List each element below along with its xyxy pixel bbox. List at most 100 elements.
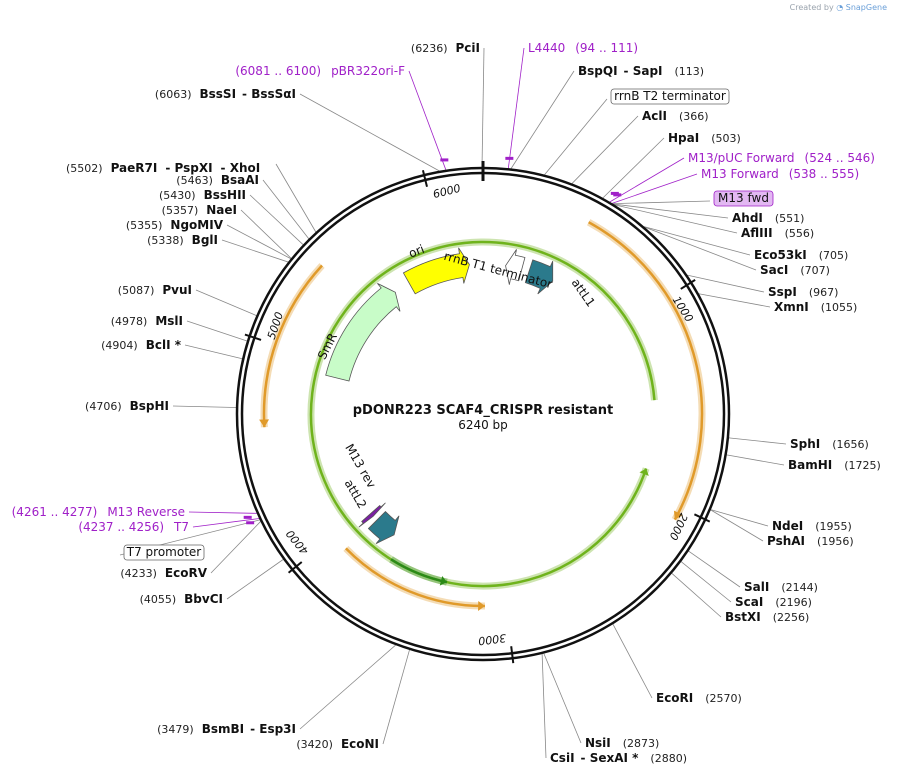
- enzyme-name: BssSI: [200, 87, 237, 101]
- site-position: (4978): [111, 315, 148, 328]
- site-position: (4055): [140, 593, 177, 606]
- site-position: (967): [809, 286, 839, 299]
- enzyme-label: XmnI(1055): [774, 300, 857, 314]
- enzyme-name: BspQI: [578, 64, 618, 78]
- label-connector: [221, 239, 289, 263]
- site-position: (556): [785, 227, 815, 240]
- enzyme-name: SspI: [768, 285, 797, 299]
- label-connector: [612, 623, 653, 699]
- site-position: (5087): [118, 284, 155, 297]
- site-position: (1956): [817, 535, 854, 548]
- enzyme-name: - XhoI: [221, 161, 261, 175]
- label-connector: [726, 454, 785, 466]
- enzyme-name: BspHI: [130, 399, 169, 413]
- label-connector: [249, 194, 304, 245]
- enzyme-label: (4978)MslI: [111, 314, 183, 328]
- enzyme-label: PshAI(1956): [767, 534, 854, 548]
- enzyme-name: - Esp3I: [250, 722, 296, 736]
- enzyme-name: EcoNI: [341, 737, 379, 751]
- boxed-label: M13 fwd: [718, 191, 769, 205]
- label-connector: [188, 511, 257, 514]
- primer-position: (4261 .. 4277): [12, 505, 98, 519]
- enzyme-label: (6236)PciI: [411, 41, 480, 55]
- enzyme-name: - BssSαI: [242, 87, 296, 101]
- primer-label: (4237 .. 4256)T7: [78, 520, 189, 534]
- enzyme-name: BbvCI: [184, 592, 223, 606]
- orf-arrowhead: [259, 419, 270, 428]
- enzyme-label: AclI(366): [642, 109, 709, 123]
- enzyme-label: (5087) PvuI: [118, 283, 192, 297]
- enzyme-name: HpaI: [668, 131, 699, 145]
- primer-name: M13 Reverse: [107, 505, 185, 519]
- site-position: (3420): [296, 738, 333, 751]
- enzyme-name: BglI: [192, 233, 218, 247]
- site-position: (2570): [705, 692, 742, 705]
- primer-name: pBR322ori-F: [331, 64, 405, 78]
- feature-rrnb-t1-terminator: [505, 249, 526, 285]
- enzyme-label: NsiI(2873): [585, 736, 659, 750]
- label-connector: [609, 157, 685, 203]
- primer-name: M13/pUC Forward: [688, 151, 795, 165]
- label-connector: [226, 559, 284, 600]
- enzyme-name: EcoRI: [656, 691, 693, 705]
- label-connector: [611, 173, 698, 204]
- enzyme-label: (4706)BspHI: [85, 399, 169, 413]
- label-connector: [602, 137, 665, 199]
- label-connector: [698, 293, 771, 308]
- primer-name: T7: [173, 520, 189, 534]
- enzyme-label: (5357)NaeI: [162, 203, 237, 217]
- enzyme-label: AflIII (556): [741, 226, 814, 240]
- enzyme-name: SacI: [760, 263, 788, 277]
- site-position: (5338): [147, 234, 184, 247]
- tick-label: 3000: [477, 631, 506, 647]
- orf-arrowhead: [439, 575, 447, 586]
- feature-attl1: [524, 259, 554, 295]
- label-connector: [544, 98, 608, 176]
- plasmid-backbone: [235, 161, 731, 662]
- enzyme-label-multi: (5502)PaeR7I- PspXI- XhoI: [66, 161, 260, 175]
- primer-position: (524 .. 546): [805, 151, 875, 165]
- tick-mark: [680, 279, 696, 290]
- orf-arrowhead: [639, 468, 649, 476]
- enzyme-label: (5463)BsaAI: [176, 173, 259, 187]
- label-connector: [728, 437, 787, 445]
- tick-mark: [510, 646, 515, 664]
- enzyme-label: CsiI- SexAI *(2880): [550, 751, 687, 765]
- enzyme-label: NdeI(1955): [772, 519, 852, 533]
- plasmid-center-title: pDONR223 SCAF4_CRISPR resistant 6240 bp: [353, 403, 614, 432]
- enzyme-name: - PspXI: [165, 161, 212, 175]
- site-position: (2196): [775, 596, 812, 609]
- enzyme-label: SalI(2144): [744, 580, 818, 594]
- label-connector: [172, 405, 237, 408]
- orf-arrowhead: [673, 510, 683, 520]
- site-position: (6063): [155, 88, 192, 101]
- credit-brand: SnapGene: [845, 3, 887, 12]
- enzyme-label: (4233)EcoRV: [120, 566, 207, 580]
- label-connector: [688, 550, 741, 588]
- enzyme-name: BstXI: [725, 610, 761, 624]
- enzyme-label: (5355)NgoMIV: [126, 218, 224, 232]
- primer-mark: [613, 193, 622, 197]
- tick-mark: [421, 170, 428, 188]
- feature-m13-rev: [358, 502, 386, 528]
- tick-label: 4000: [284, 527, 312, 557]
- enzyme-name: BclI *: [146, 338, 182, 352]
- label-connector: [408, 70, 447, 170]
- plasmid-size: 6240 bp: [458, 418, 508, 432]
- primer-name: M13 Forward: [701, 167, 779, 181]
- site-position: (2873): [623, 737, 660, 750]
- tick-mark: [287, 561, 303, 574]
- enzyme-label: BamHI(1725): [788, 458, 881, 472]
- label-connector: [299, 644, 396, 730]
- site-position: (5430): [159, 189, 196, 202]
- site-position: (1955): [815, 520, 852, 533]
- enzyme-name: AflIII: [741, 226, 773, 240]
- label-connector: [481, 47, 485, 168]
- site-position: (705): [819, 249, 849, 262]
- label-connector: [710, 509, 764, 542]
- enzyme-name: PvuI: [162, 283, 192, 297]
- label-connector: [671, 572, 722, 618]
- site-position: (5502): [66, 162, 103, 175]
